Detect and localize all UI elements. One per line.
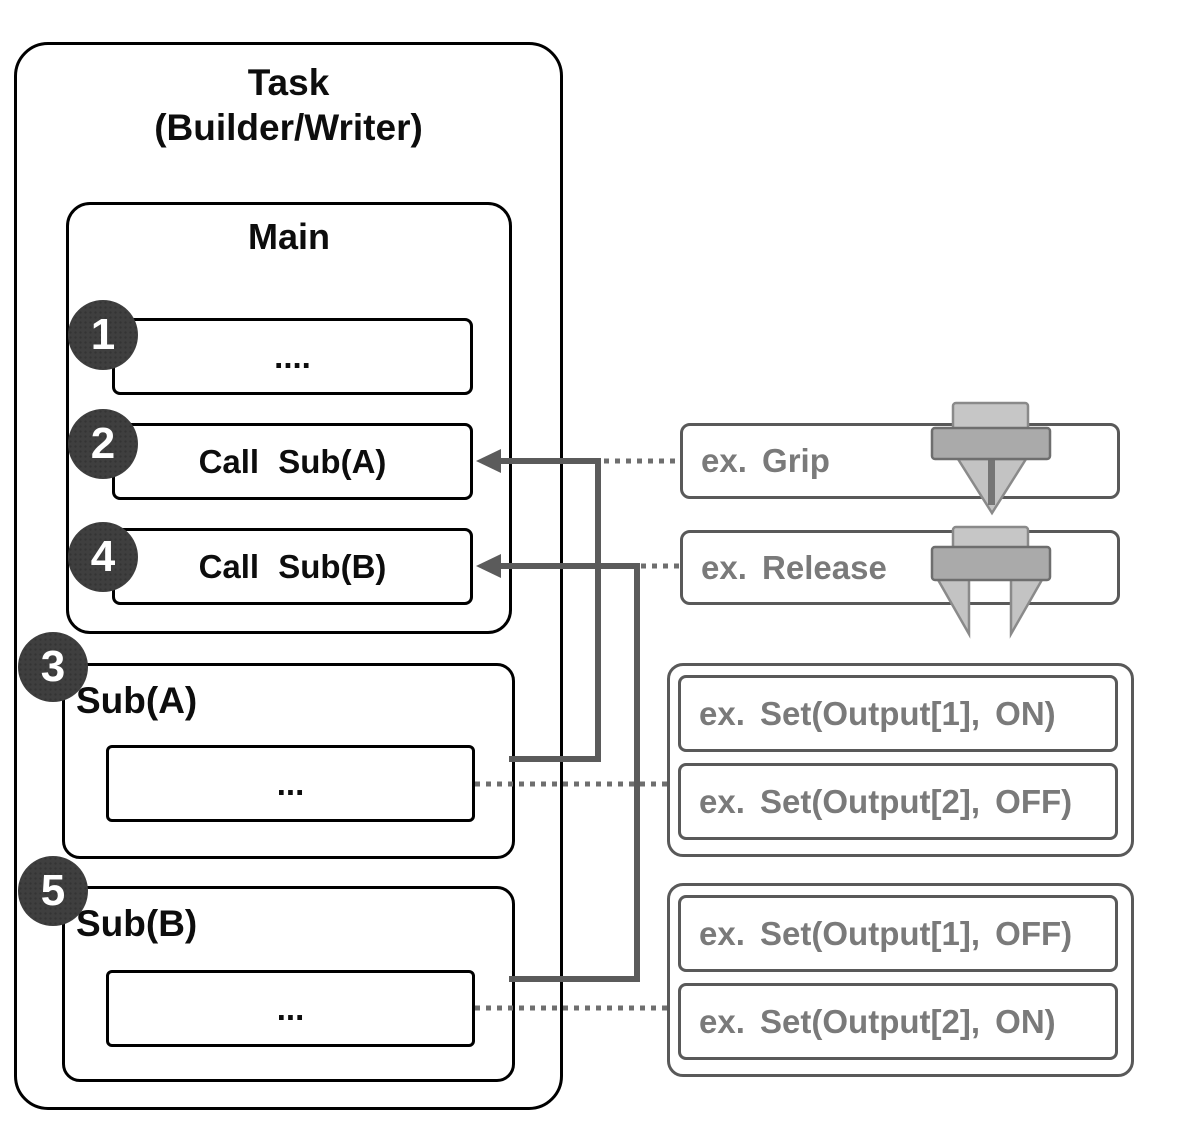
sub-a-body-box: ... — [106, 745, 475, 822]
sub-b-example-2: ex. Set(Output[2], ON) — [678, 983, 1118, 1060]
step-badge-4: 4 — [68, 522, 138, 592]
sub-a-title: Sub(A) — [76, 680, 198, 721]
sub-b-body-box: ... — [106, 970, 475, 1047]
task-title-line2: (Builder/Writer) — [154, 107, 423, 148]
main-step-call-sub-a-box: Call Sub(A) — [112, 423, 473, 500]
task-title: Task (Builder/Writer) — [14, 60, 563, 150]
example-release-box: ex. Release — [680, 530, 1120, 605]
sub-a-example-1: ex. Set(Output[1], ON) — [678, 675, 1118, 752]
main-step-1-box: .... — [112, 318, 473, 395]
step-badge-2: 2 — [68, 409, 138, 479]
task-title-line1: Task — [247, 62, 330, 103]
step-badge-1: 1 — [68, 300, 138, 370]
sub-b-example-1: ex. Set(Output[1], OFF) — [678, 895, 1118, 972]
sub-b-title: Sub(B) — [76, 903, 198, 944]
main-step-call-sub-b-box: Call Sub(B) — [112, 528, 473, 605]
sub-b-container — [62, 886, 515, 1082]
step-badge-3: 3 — [18, 632, 88, 702]
step-badge-5: 5 — [18, 856, 88, 926]
main-container — [66, 202, 512, 634]
sub-a-example-2: ex. Set(Output[2], OFF) — [678, 763, 1118, 840]
sub-a-container — [62, 663, 515, 859]
main-title: Main — [247, 216, 330, 257]
example-grip-box: ex. Grip — [680, 423, 1120, 499]
